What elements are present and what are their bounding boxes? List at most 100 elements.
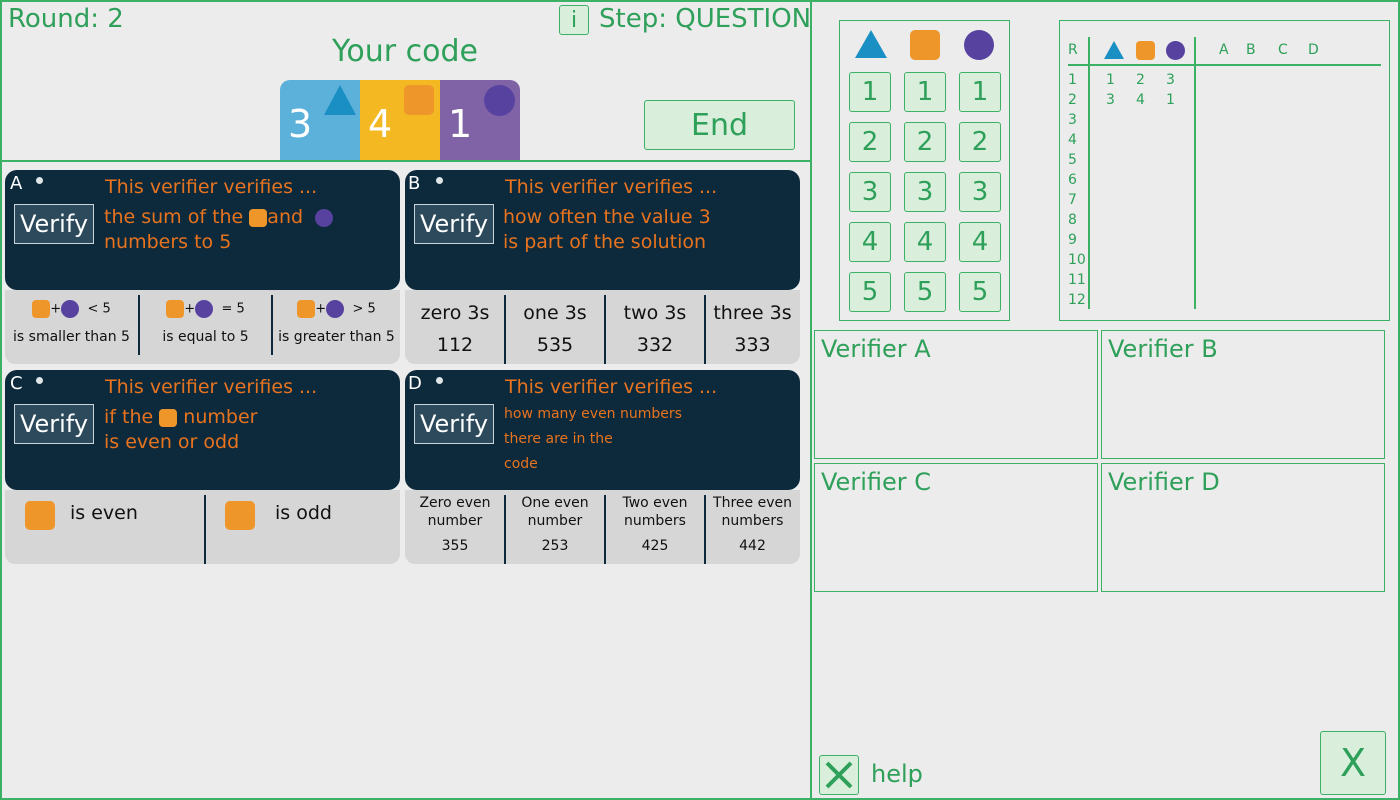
number-button-square-5[interactable]: 5	[904, 272, 946, 312]
option-b-3[interactable]: two 3s 332	[605, 302, 705, 356]
number-button-circle-2[interactable]: 2	[959, 122, 1001, 162]
number-button-triangle-3[interactable]: 3	[849, 172, 891, 212]
verifier-notes-b[interactable]: Verifier B	[1101, 330, 1385, 459]
option-a-1[interactable]: + < 5 is smaller than 5	[5, 300, 138, 345]
help-checkbox[interactable]	[819, 755, 859, 795]
verifier-notes-c[interactable]: Verifier C	[814, 463, 1098, 592]
verify-button-a[interactable]: Verify	[14, 204, 94, 244]
info-button[interactable]: i	[559, 5, 589, 35]
history-cell: 1	[1106, 72, 1115, 88]
option-label: numbers	[624, 513, 686, 529]
circle-icon	[315, 208, 334, 227]
end-button[interactable]: End	[644, 100, 795, 150]
square-icon	[297, 300, 316, 318]
option-d-2[interactable]: One even number 253	[505, 494, 605, 555]
number-button-square-2[interactable]: 2	[904, 122, 946, 162]
history-header-c: C	[1278, 42, 1288, 58]
option-separator	[271, 295, 273, 355]
option-b-1[interactable]: zero 3s 112	[405, 302, 505, 356]
number-button-triangle-1[interactable]: 1	[849, 72, 891, 112]
history-cell: 3	[1166, 72, 1175, 88]
option-label: number	[427, 513, 483, 529]
number-button-square-1[interactable]: 1	[904, 72, 946, 112]
option-label: is greater than 5	[278, 329, 395, 345]
number-button-circle-4[interactable]: 4	[959, 222, 1001, 262]
verify-button-c[interactable]: Verify	[14, 404, 94, 444]
square-icon	[159, 408, 178, 427]
code-digit-value: 4	[368, 102, 393, 146]
card-status-dot	[436, 177, 443, 184]
card-description: how many even numbers	[504, 406, 682, 422]
option-separator	[504, 295, 506, 364]
close-button[interactable]: X	[1320, 731, 1386, 795]
option-code: 535	[536, 334, 574, 356]
option-a-2[interactable]: + = 5 is equal to 5	[139, 300, 272, 345]
description-text: number	[183, 406, 258, 428]
option-expression: = 5	[221, 301, 245, 317]
option-a-3[interactable]: + > 5 is greater than 5	[273, 300, 400, 345]
number-button-triangle-5[interactable]: 5	[849, 272, 891, 312]
verify-button-d[interactable]: Verify	[414, 404, 494, 444]
help-label: help	[871, 760, 923, 788]
option-label: Zero even	[419, 495, 491, 511]
number-button-triangle-2[interactable]: 2	[849, 122, 891, 162]
option-b-2[interactable]: one 3s 535	[505, 302, 605, 356]
number-button-square-4[interactable]: 4	[904, 222, 946, 262]
option-label: one 3s	[523, 302, 587, 324]
verifier-notes-d[interactable]: Verifier D	[1101, 463, 1385, 592]
circle-icon	[326, 300, 345, 318]
option-label: is smaller than 5	[13, 329, 130, 345]
square-icon	[910, 30, 940, 60]
option-label: is even	[70, 502, 138, 524]
number-pad	[839, 20, 1010, 321]
history-cell: 4	[1136, 92, 1145, 108]
history-header-b: B	[1246, 42, 1256, 58]
card-intro: This verifier verifies ...	[105, 376, 318, 398]
panel-divider	[810, 0, 812, 800]
card-intro: This verifier verifies ...	[105, 176, 318, 198]
option-separator	[604, 295, 606, 364]
history-round-number: 4	[1068, 132, 1077, 148]
history-col-line	[1194, 37, 1196, 309]
history-round-number: 11	[1068, 272, 1086, 288]
square-icon	[404, 85, 434, 115]
verifier-card-b: B Verify This verifier verifies ... how …	[405, 170, 800, 290]
verify-button-b[interactable]: Verify	[414, 204, 494, 244]
history-cell: 1	[1166, 92, 1175, 108]
square-icon	[32, 300, 51, 318]
number-button-triangle-4[interactable]: 4	[849, 222, 891, 262]
code-digit-value: 3	[288, 102, 313, 146]
option-code: 332	[636, 334, 674, 356]
code-digit-value: 1	[448, 102, 473, 146]
option-code: 355	[441, 538, 469, 554]
card-letter: C	[10, 373, 23, 394]
option-d-3[interactable]: Two even numbers 425	[605, 494, 705, 555]
verifier-notes-a[interactable]: Verifier A	[814, 330, 1098, 459]
square-icon	[1136, 41, 1155, 60]
number-button-square-3[interactable]: 3	[904, 172, 946, 212]
history-round-number: 10	[1068, 252, 1086, 268]
option-d-4[interactable]: Three even numbers 442	[705, 494, 800, 555]
history-round-number: 8	[1068, 212, 1077, 228]
option-label: Three even	[713, 495, 792, 511]
verifier-card-c: C Verify This verifier verifies ... if t…	[5, 370, 400, 490]
header-divider	[0, 160, 811, 162]
option-b-4[interactable]: three 3s 333	[705, 302, 800, 356]
card-description: how often the value 3	[503, 206, 711, 228]
verifier-notes-label: Verifier C	[821, 468, 931, 496]
number-button-circle-3[interactable]: 3	[959, 172, 1001, 212]
option-code: 112	[436, 334, 474, 356]
card-status-dot	[36, 177, 43, 184]
option-d-1[interactable]: Zero even number 355	[405, 494, 505, 555]
number-button-circle-5[interactable]: 5	[959, 272, 1001, 312]
card-intro: This verifier verifies ...	[505, 376, 718, 398]
history-round-number: 2	[1068, 92, 1077, 108]
verifier-options-d: Zero even number 355 One even number 253…	[405, 490, 800, 564]
history-header-a: A	[1219, 42, 1229, 58]
history-round-number: 12	[1068, 292, 1086, 308]
number-button-circle-1[interactable]: 1	[959, 72, 1001, 112]
option-label: is odd	[275, 502, 332, 524]
description-text: the sum of the	[104, 206, 244, 228]
option-separator	[604, 495, 606, 564]
history-cell: 3	[1106, 92, 1115, 108]
